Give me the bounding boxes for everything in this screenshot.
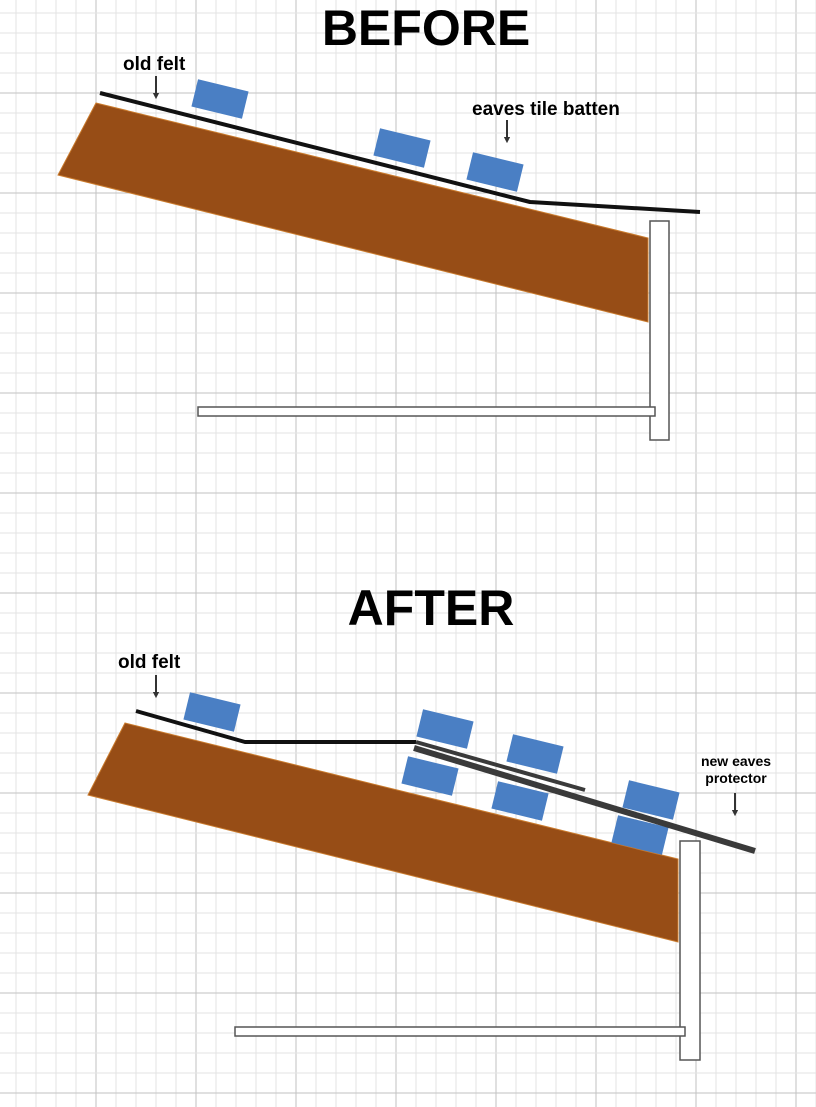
soffit-board (234, 1026, 686, 1037)
old-felt-label: old felt (118, 652, 181, 673)
soffit-board (197, 406, 656, 417)
tile-batten (611, 815, 669, 855)
old-felt-label: old felt (123, 54, 186, 75)
rafter (87, 722, 679, 943)
tile-batten (191, 79, 249, 119)
before-title: BEFORE (322, 0, 530, 56)
tile-batten (183, 692, 241, 732)
rafter (57, 102, 649, 323)
tile-batten (416, 709, 474, 749)
new-eaves-protector-label-line2: protector (705, 770, 767, 786)
before-panel: BEFORE old felt eaves tile batten (57, 0, 701, 441)
tile-batten (506, 734, 564, 774)
tile-batten (491, 781, 549, 821)
old-felt-line (99, 91, 701, 214)
old-felt-line (135, 709, 416, 744)
tile-batten (622, 780, 680, 820)
felt-overlap-strip (415, 740, 586, 792)
tile-batten (401, 756, 459, 796)
new-eaves-protector-label-line1: new eaves (701, 753, 771, 769)
tile-battens-upper (183, 692, 680, 820)
after-panel: AFTER (87, 580, 771, 1061)
fascia-board (649, 220, 670, 441)
tile-battens-lower (401, 756, 669, 855)
eaves-tile-batten (466, 152, 524, 192)
after-title: AFTER (348, 580, 515, 636)
tile-battens (191, 79, 524, 192)
tile-batten (373, 128, 431, 168)
fascia-board (679, 840, 701, 1061)
new-eaves-protector (413, 745, 756, 854)
eaves-tile-batten-label: eaves tile batten (472, 99, 620, 120)
